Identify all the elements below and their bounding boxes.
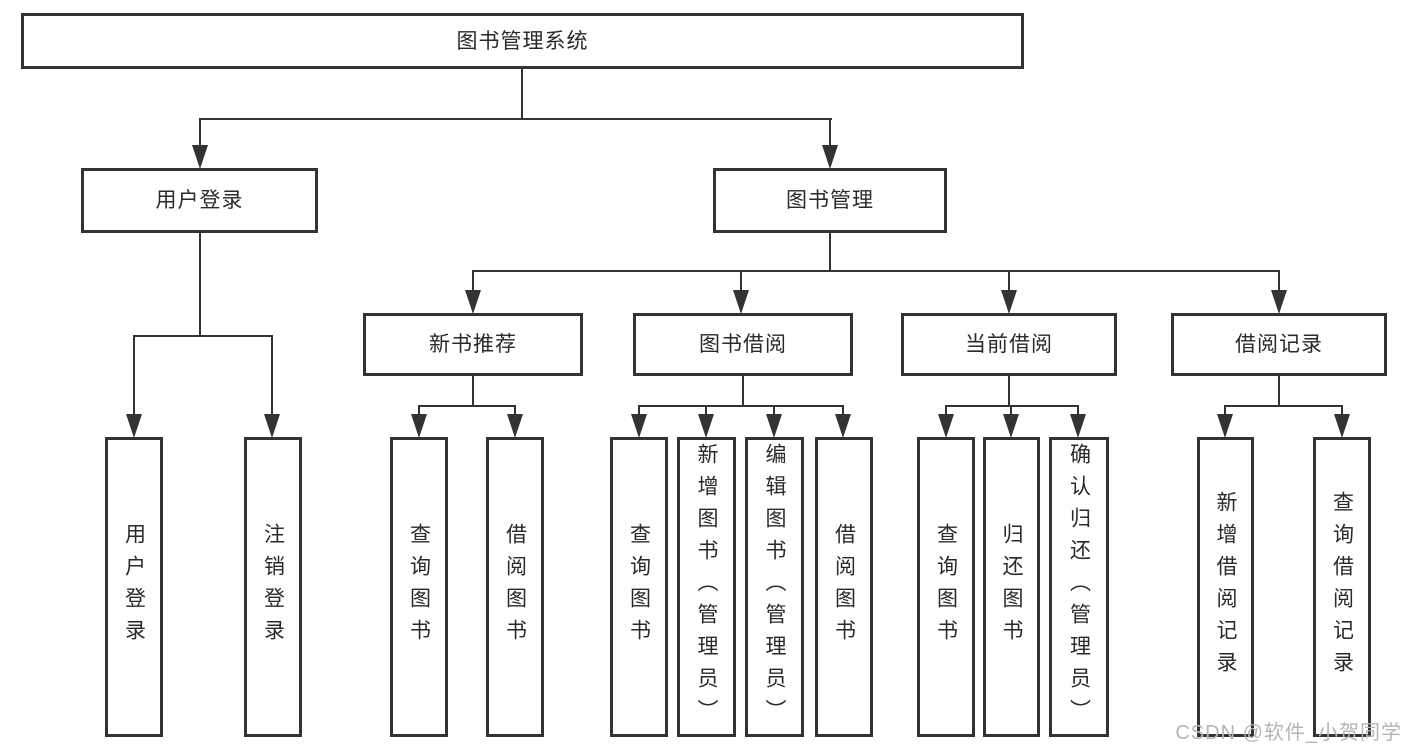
- connector-line: [418, 405, 516, 407]
- leaf-add-borrow-record-label: 新增借阅记录: [1214, 491, 1237, 683]
- leaf-edit-book-admin: 编辑图书（管理员）: [745, 437, 804, 737]
- arrow-down-icon: [766, 414, 782, 438]
- leaf-query-books-3: 查询图书: [917, 437, 975, 737]
- leaf-borrow-books-2-label: 借阅图书: [832, 523, 856, 651]
- leaf-query-books-2: 查询图书: [610, 437, 668, 737]
- arrow-down-icon: [835, 414, 851, 438]
- connector-line: [133, 335, 135, 419]
- connector-line: [418, 405, 420, 419]
- connector-line: [945, 405, 947, 419]
- leaf-add-borrow-record: 新增借阅记录: [1197, 437, 1254, 737]
- node-new-book-recommend-label: 新书推荐: [429, 333, 517, 356]
- connector-line: [199, 118, 832, 120]
- leaf-borrow-books-1-label: 借阅图书: [503, 523, 527, 651]
- node-library-management-system-label: 图书管理系统: [456, 29, 589, 53]
- arrow-down-icon: [192, 145, 208, 169]
- node-borrowing-records: 借阅记录: [1171, 313, 1387, 376]
- leaf-confirm-return-admin: 确认归还（管理员）: [1049, 437, 1109, 737]
- leaf-user-login: 用户登录: [105, 437, 163, 737]
- node-current-borrowing-label: 当前借阅: [965, 333, 1053, 356]
- connector-line: [842, 405, 844, 419]
- connector-line: [1077, 405, 1079, 419]
- node-book-management: 图书管理: [713, 168, 947, 233]
- arrow-down-icon: [1070, 414, 1086, 438]
- connector-line: [514, 405, 516, 419]
- leaf-query-borrow-record: 查询借阅记录: [1313, 437, 1371, 737]
- arrow-down-icon: [126, 414, 142, 438]
- leaf-return-book: 归还图书: [983, 437, 1040, 737]
- arrow-down-icon: [938, 414, 954, 438]
- arrow-down-icon: [1334, 414, 1350, 438]
- connector-line: [1008, 270, 1010, 294]
- leaf-borrow-books-2: 借阅图书: [815, 437, 873, 737]
- watermark-text: CSDN @软件_小贺同学: [1175, 722, 1402, 744]
- leaf-add-book-admin-label: 新增图书（管理员）: [695, 443, 718, 731]
- connector-line: [705, 405, 707, 419]
- leaf-query-books-1-label: 查询图书: [407, 523, 431, 651]
- connector-line: [472, 376, 474, 407]
- arrow-down-icon: [507, 414, 523, 438]
- connector-line: [199, 118, 201, 148]
- arrow-down-icon: [733, 290, 749, 314]
- connector-line: [829, 118, 831, 148]
- arrow-down-icon: [1001, 290, 1017, 314]
- leaf-edit-book-admin-label: 编辑图书（管理员）: [763, 443, 786, 731]
- node-library-management-system: 图书管理系统: [21, 13, 1024, 69]
- arrow-down-icon: [411, 414, 427, 438]
- leaf-query-books-2-label: 查询图书: [627, 523, 651, 651]
- node-new-book-recommend: 新书推荐: [363, 313, 583, 376]
- connector-line: [742, 376, 744, 407]
- arrow-down-icon: [1217, 414, 1233, 438]
- node-book-management-label: 图书管理: [786, 189, 874, 212]
- leaf-query-books-1: 查询图书: [390, 437, 448, 737]
- node-user-login: 用户登录: [81, 168, 318, 233]
- connector-line: [1224, 405, 1226, 419]
- connector-line: [1008, 376, 1010, 407]
- connector-line: [1278, 376, 1280, 407]
- connector-line: [638, 405, 844, 407]
- arrow-down-icon: [1003, 414, 1019, 438]
- node-book-borrowing: 图书借阅: [633, 313, 853, 376]
- node-borrowing-records-label: 借阅记录: [1235, 333, 1323, 356]
- connector-line: [829, 232, 831, 272]
- connector-line: [472, 270, 1280, 272]
- leaf-return-book-label: 归还图书: [1000, 523, 1023, 651]
- leaf-logout: 注销登录: [244, 437, 302, 737]
- node-current-borrowing: 当前借阅: [901, 313, 1117, 376]
- leaf-user-login-label: 用户登录: [122, 523, 146, 651]
- connector-line: [1278, 270, 1280, 294]
- arrow-down-icon: [822, 145, 838, 169]
- leaf-borrow-books-1: 借阅图书: [486, 437, 544, 737]
- arrow-down-icon: [698, 414, 714, 438]
- arrow-down-icon: [1271, 290, 1287, 314]
- node-user-login-label: 用户登录: [155, 189, 244, 212]
- arrow-down-icon: [465, 290, 481, 314]
- leaf-query-books-3-label: 查询图书: [934, 523, 958, 651]
- connector-line: [472, 270, 474, 294]
- connector-line: [1224, 405, 1343, 407]
- leaf-confirm-return-admin-label: 确认归还（管理员）: [1067, 443, 1091, 731]
- node-book-borrowing-label: 图书借阅: [699, 333, 787, 356]
- arrow-down-icon: [631, 414, 647, 438]
- connector-line: [945, 405, 1079, 407]
- arrow-down-icon: [264, 414, 280, 438]
- leaf-logout-label: 注销登录: [261, 523, 285, 651]
- connector-line: [271, 335, 273, 419]
- leaf-add-book-admin: 新增图书（管理员）: [677, 437, 736, 737]
- connector-line: [1010, 405, 1012, 419]
- connector-line: [638, 405, 640, 419]
- connector-line: [133, 335, 273, 337]
- connector-line: [740, 270, 742, 294]
- connector-line: [199, 233, 201, 337]
- connector-line: [521, 68, 523, 118]
- leaf-query-borrow-record-label: 查询借阅记录: [1330, 491, 1354, 683]
- connector-line: [773, 405, 775, 419]
- connector-line: [1341, 405, 1343, 419]
